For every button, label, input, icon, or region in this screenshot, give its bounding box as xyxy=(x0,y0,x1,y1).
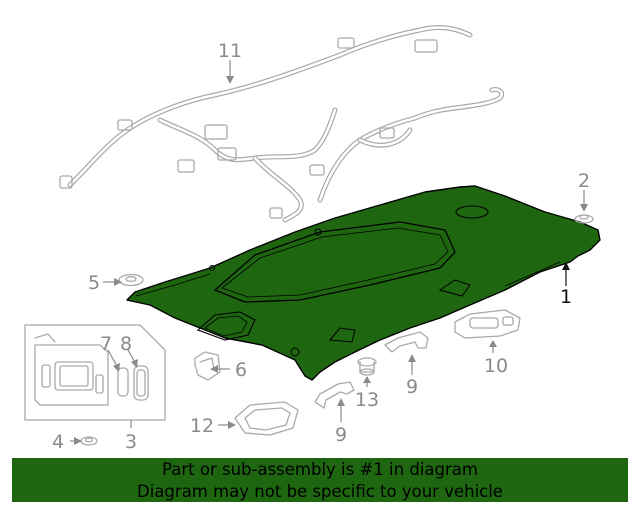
callout-10: 10 xyxy=(484,355,508,377)
assist-handle-part-9-left[interactable] xyxy=(314,381,355,409)
clip-part-2[interactable] xyxy=(574,214,594,224)
banner-line-1: Part or sub-assembly is #1 in diagram xyxy=(162,460,478,479)
callout-9-left: 9 xyxy=(335,424,347,446)
callout-8: 8 xyxy=(120,333,132,355)
callout-3: 3 xyxy=(125,431,137,453)
bracket-part-6[interactable] xyxy=(194,351,221,381)
retainer-part-5[interactable] xyxy=(118,273,144,287)
callout-4: 4 xyxy=(52,431,64,453)
sun-visor-part-3[interactable] xyxy=(24,324,166,421)
dome-lamp-part-12[interactable] xyxy=(234,401,299,436)
callout-1: 1 xyxy=(560,286,572,308)
assist-handle-part-9-right[interactable] xyxy=(384,331,429,353)
overhead-console-part-10[interactable] xyxy=(454,309,521,339)
callout-5: 5 xyxy=(88,272,100,294)
callout-7: 7 xyxy=(100,333,112,355)
callout-13: 13 xyxy=(355,389,379,411)
callout-12: 12 xyxy=(190,415,214,437)
notice-banner: Part or sub-assembly is #1 in diagram Di… xyxy=(12,458,628,502)
callout-9-right: 9 xyxy=(406,376,418,398)
callout-2: 2 xyxy=(578,170,590,192)
leader-lines xyxy=(70,60,588,445)
callout-11: 11 xyxy=(218,40,242,62)
wiring-harness-part-11[interactable] xyxy=(59,25,505,223)
retainer-part-4[interactable] xyxy=(80,436,98,446)
headliner-part-1[interactable] xyxy=(126,185,601,381)
callout-6: 6 xyxy=(235,359,247,381)
banner-line-2: Diagram may not be specific to your vehi… xyxy=(137,482,503,501)
fastener-part-13[interactable] xyxy=(357,357,377,376)
